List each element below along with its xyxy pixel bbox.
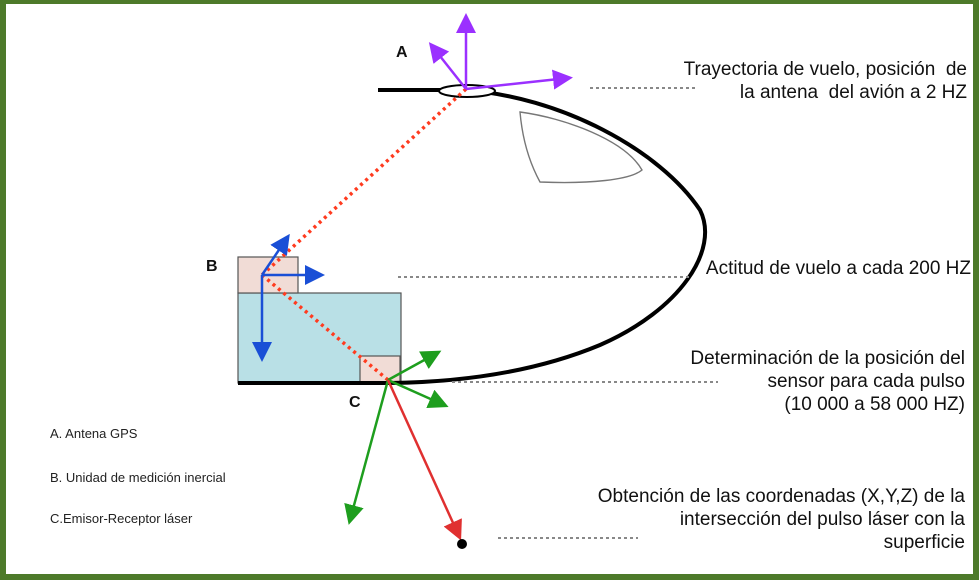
label-a: A — [396, 44, 408, 61]
laser-beam — [386, 379, 462, 541]
aircraft-outline — [238, 88, 707, 385]
ground-intersection-point — [457, 539, 467, 549]
gps-axis-y — [428, 42, 467, 90]
annotation-sensor-position: Determinación de la posición del sensor … — [690, 348, 965, 415]
laser-axis-down — [344, 379, 390, 525]
annotation-attitude: Actitud de vuelo a cada 200 HZ — [705, 258, 971, 279]
legend-item-laser: C.Emisor-Receptor láser — [50, 511, 193, 526]
cockpit-window — [519, 111, 643, 184]
annotation-trajectory: Trayectoria de vuelo, posición de la ant… — [683, 59, 967, 103]
laser-axis-up — [387, 350, 442, 382]
laser-axis-right — [387, 378, 449, 409]
annotation-coordinates: Obtención de las coordenadas (X,Y,Z) de … — [597, 486, 965, 553]
gps-to-imu-link — [260, 87, 468, 277]
legend-item-imu: B. Unidad de medición inercial — [50, 470, 226, 485]
legend-item-gps: A. Antena GPS — [50, 426, 138, 441]
label-b: B — [206, 258, 218, 275]
imu-axis-y — [260, 233, 290, 276]
label-c: C — [349, 394, 361, 411]
gps-axis-x — [465, 69, 573, 91]
